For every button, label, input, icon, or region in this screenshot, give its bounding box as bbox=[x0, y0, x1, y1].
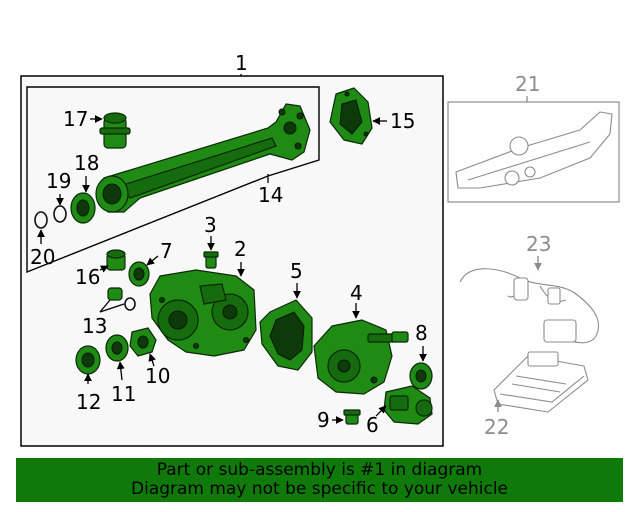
callout-17[interactable]: 17 bbox=[63, 107, 88, 131]
input-seal-7[interactable] bbox=[128, 261, 150, 287]
callout-3[interactable]: 3 bbox=[204, 213, 217, 237]
callout-7[interactable]: 7 bbox=[160, 239, 173, 263]
vent-cap-17[interactable] bbox=[99, 112, 131, 149]
bearing-10[interactable] bbox=[129, 327, 157, 357]
fittings-13[interactable] bbox=[107, 287, 136, 311]
banner-line-1: Part or sub-assembly is #1 in diagram bbox=[156, 460, 483, 480]
bushing-16[interactable] bbox=[106, 249, 126, 271]
callout-10[interactable]: 10 bbox=[145, 364, 170, 388]
axle-housing-tube-14[interactable] bbox=[95, 103, 311, 213]
o-ring-20[interactable] bbox=[34, 211, 48, 229]
callout-13[interactable]: 13 bbox=[82, 314, 107, 338]
callout-6[interactable]: 6 bbox=[366, 413, 379, 437]
callout-1[interactable]: 1 bbox=[235, 51, 248, 75]
callout-4[interactable]: 4 bbox=[350, 281, 363, 305]
callout-21[interactable]: 21 bbox=[515, 72, 540, 96]
info-banner: Part or sub-assembly is #1 in diagram Di… bbox=[16, 458, 623, 502]
seal-11[interactable] bbox=[105, 334, 129, 362]
callout-8[interactable]: 8 bbox=[415, 321, 428, 345]
callout-14[interactable]: 14 bbox=[258, 183, 283, 207]
control-module-22[interactable] bbox=[493, 351, 589, 413]
callout-20[interactable]: 20 bbox=[30, 245, 55, 269]
cover-gasket-15[interactable] bbox=[329, 87, 373, 145]
gasket-5[interactable] bbox=[259, 299, 313, 371]
bolt-3[interactable] bbox=[203, 251, 219, 269]
callout-19[interactable]: 19 bbox=[46, 169, 71, 193]
bearing-12[interactable] bbox=[75, 345, 101, 375]
drain-plug-9[interactable] bbox=[343, 409, 361, 425]
callout-9[interactable]: 9 bbox=[317, 408, 330, 432]
callout-12[interactable]: 12 bbox=[76, 390, 101, 414]
snap-ring-19[interactable] bbox=[53, 205, 67, 223]
callout-2[interactable]: 2 bbox=[234, 237, 247, 261]
differential-assembly-4[interactable] bbox=[313, 319, 409, 395]
wiring-harness-23[interactable] bbox=[459, 268, 600, 344]
banner-line-2: Diagram may not be specific to your vehi… bbox=[130, 479, 508, 499]
callout-5[interactable]: 5 bbox=[290, 259, 303, 283]
differential-housing-2[interactable] bbox=[149, 269, 257, 357]
callout-23[interactable]: 23 bbox=[526, 232, 551, 256]
mount-bracket-21[interactable] bbox=[455, 111, 613, 189]
callout-15[interactable]: 15 bbox=[390, 109, 415, 133]
axle-seal-18[interactable] bbox=[70, 192, 96, 224]
output-seal-8[interactable] bbox=[409, 362, 433, 390]
callout-11[interactable]: 11 bbox=[111, 382, 136, 406]
callout-16[interactable]: 16 bbox=[75, 265, 100, 289]
callout-18[interactable]: 18 bbox=[74, 151, 99, 175]
actuator-motor-6[interactable] bbox=[383, 385, 433, 425]
callout-22[interactable]: 22 bbox=[484, 415, 509, 439]
